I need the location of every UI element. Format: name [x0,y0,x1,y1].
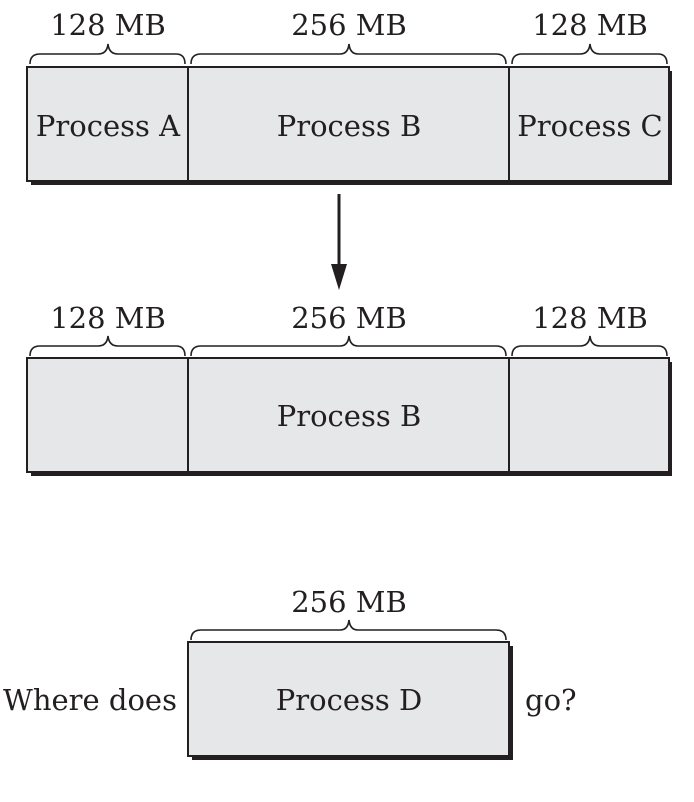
question-prefix: Where does [3,683,177,717]
size-label-before-3: 128 MB [532,8,648,42]
size-label-incoming: 256 MB [291,585,407,619]
question-suffix: go? [525,683,577,717]
arrow-head [331,264,347,290]
size-label-before-1: 128 MB [50,8,166,42]
process-label-before-3: Process C [517,109,662,143]
brace-after-1 [29,335,186,357]
brace-before-3 [511,43,668,65]
segment-after-2 [187,357,510,473]
segment-before-2 [187,66,510,182]
size-label-before-2: 256 MB [291,8,407,42]
segment-before-3 [508,66,670,182]
process-label-incoming: Process D [276,683,422,717]
segment-after-3 [508,357,670,473]
brace-after-2 [190,335,507,357]
brace-before-2 [190,43,507,65]
size-label-after-2: 256 MB [291,301,407,335]
transition-arrow [331,194,347,290]
process-label-before-1: Process A [36,109,181,143]
memory-row-before: 128 MB 256 MB 128 MB Process A Process B… [26,8,672,185]
brace-before-1 [29,43,186,65]
size-label-after-1: 128 MB [50,301,166,335]
incoming-segment [187,641,510,757]
memory-row-after: 128 MB 256 MB 128 MB Process B [26,301,672,476]
process-label-before-2: Process B [277,109,422,143]
segment-before-1 [26,66,189,182]
size-label-after-3: 128 MB [532,301,648,335]
process-label-after-2: Process B [277,399,422,433]
brace-after-3 [511,335,668,357]
brace-incoming [190,619,507,641]
incoming-process: 256 MB Process D Where does go? [3,585,577,760]
segment-after-1 [26,357,189,473]
